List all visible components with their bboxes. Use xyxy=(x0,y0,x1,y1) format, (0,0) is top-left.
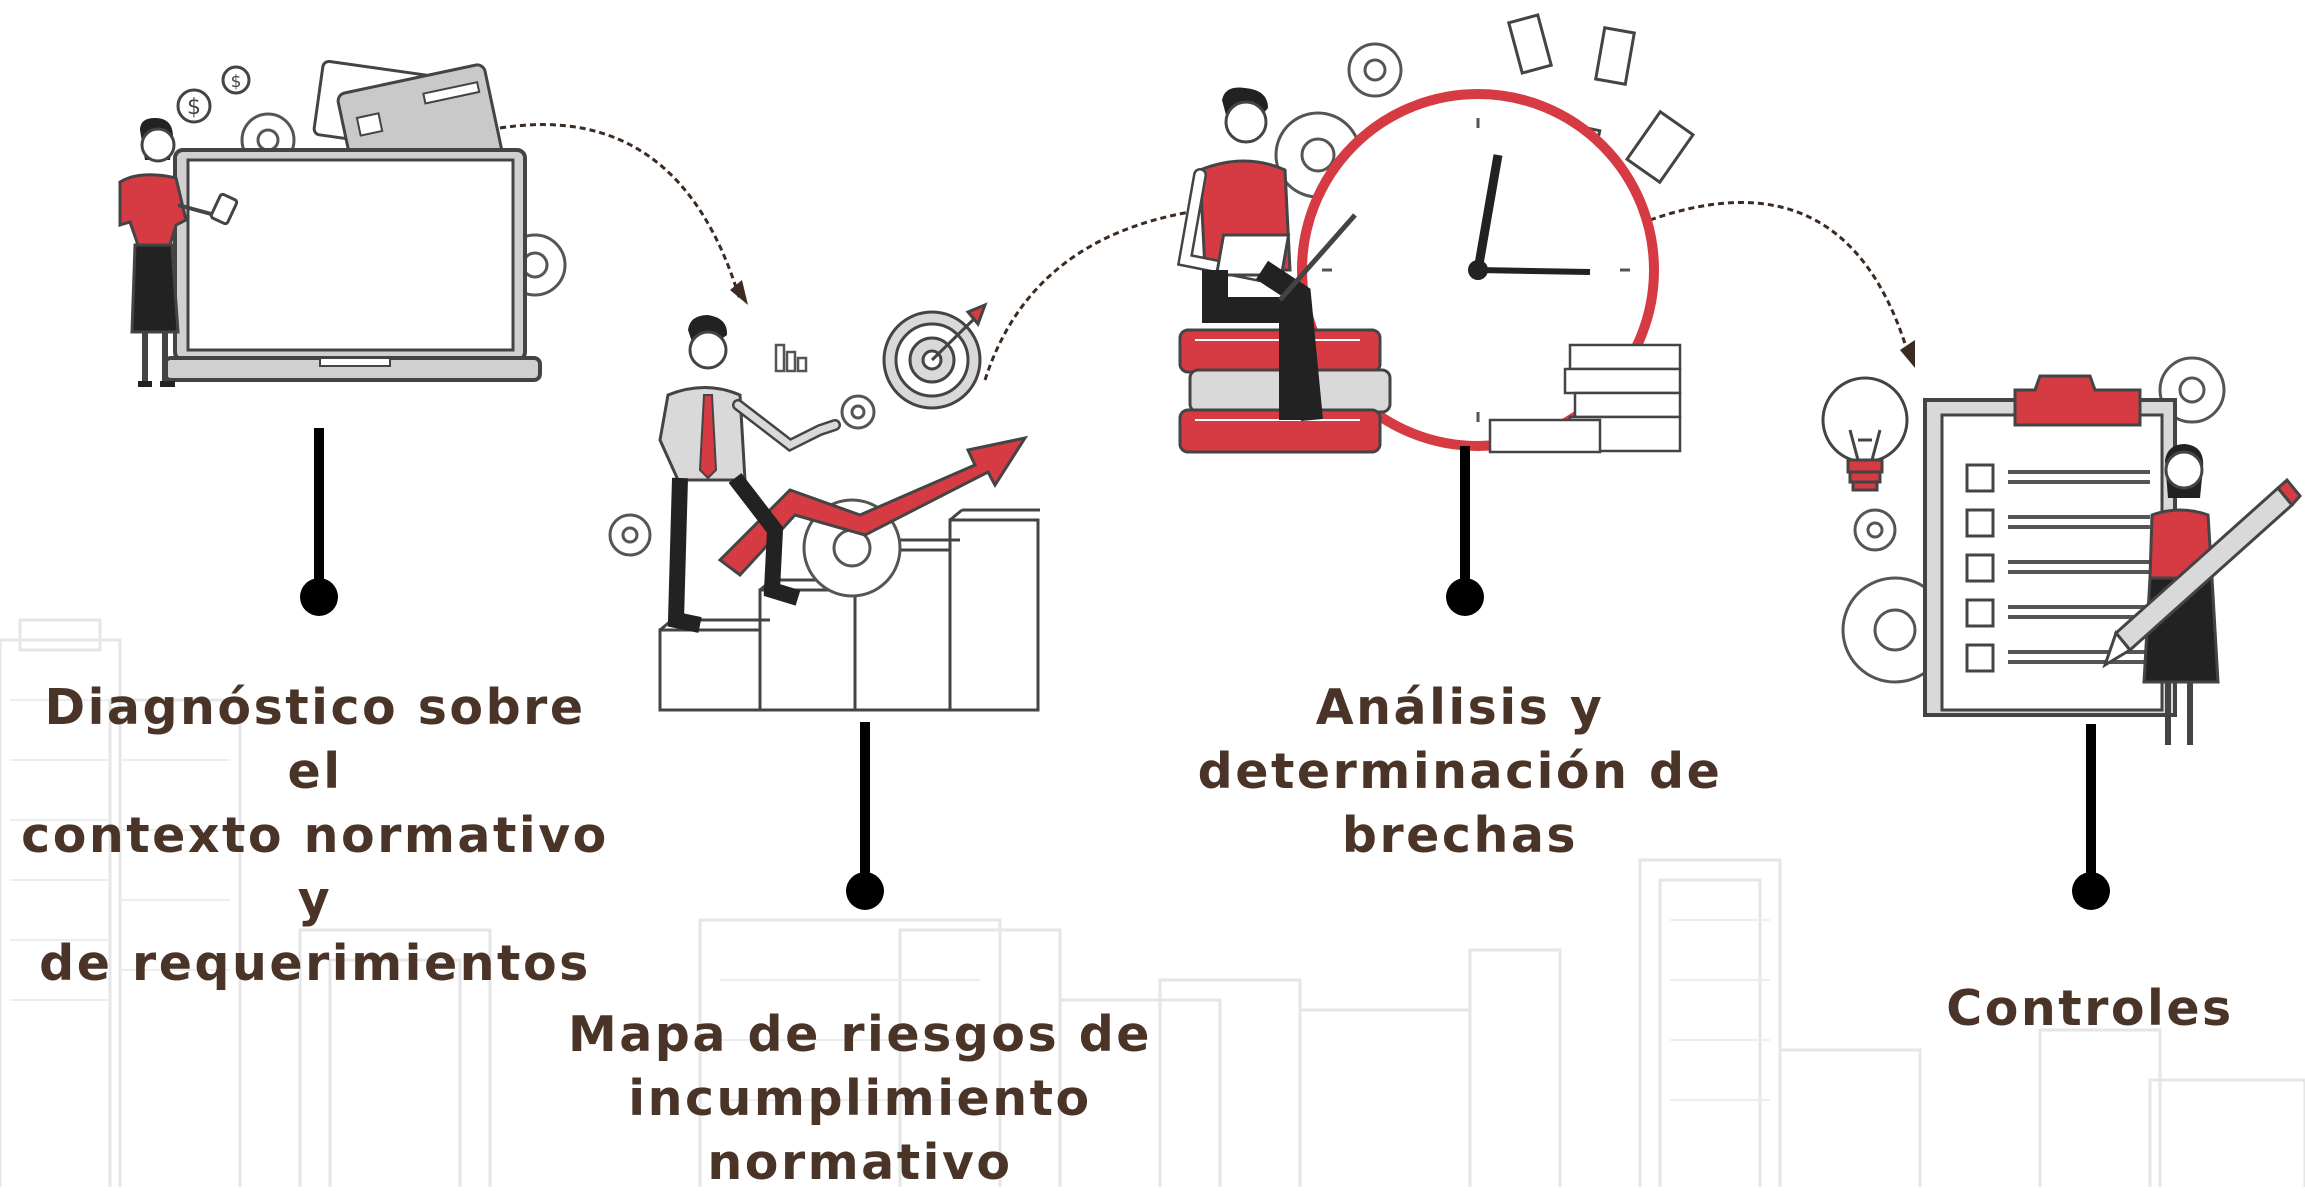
arrowhead-3 xyxy=(1900,340,1915,368)
arrowhead-1 xyxy=(730,280,748,305)
step4-illustration xyxy=(1821,356,2302,745)
step3-label-line3: brechas xyxy=(1341,807,1579,864)
step4-label: Controles xyxy=(1890,977,2290,1041)
step2-label-line3: normativo xyxy=(707,1134,1013,1191)
svg-text:$: $ xyxy=(187,95,201,120)
man-climbing-figure xyxy=(658,315,841,633)
clock-icon xyxy=(1297,89,1659,451)
flow-arrows xyxy=(499,123,1912,381)
step3-connector xyxy=(1460,446,1470,586)
step1-label-line1: Diagnóstico sobre el xyxy=(44,679,586,800)
bar-chart-icon xyxy=(774,343,808,373)
step1-label: Diagnóstico sobre el contexto normativo … xyxy=(10,676,620,996)
growth-arrow-icon xyxy=(717,435,1029,578)
step1-label-line3: de requerimientos xyxy=(39,935,591,992)
step2-label-line1: Mapa de riesgos de xyxy=(567,1006,1153,1063)
lightbulb-icon xyxy=(1821,376,1909,492)
dollar-coin-icon: $ $ xyxy=(176,65,251,124)
step3-label-line2: determinación de xyxy=(1197,743,1723,800)
man-sitting-figure xyxy=(1176,87,1357,422)
step4-connector xyxy=(2086,724,2096,890)
step3-label: Análisis y determinación de brechas xyxy=(1190,676,1730,868)
step1-dot xyxy=(300,578,338,616)
staircase-blocks xyxy=(658,508,1040,712)
target-icon xyxy=(882,302,988,410)
step3-label-line1: Análisis y xyxy=(1315,679,1605,736)
step2-illustration xyxy=(608,302,1040,712)
step1-label-line2: contexto normativo y xyxy=(21,807,609,928)
step2-label-line2: incumplimiento xyxy=(628,1070,1092,1127)
step1-illustration: $ $ xyxy=(118,59,567,387)
gear-icon xyxy=(1841,356,2226,684)
step2-label: Mapa de riesgos de incumplimiento normat… xyxy=(560,1003,1160,1195)
clipboard-checklist-icon xyxy=(1923,374,2177,717)
pencil-icon xyxy=(2102,477,2302,669)
paper-stack-icon xyxy=(1488,343,1682,454)
step2-connector xyxy=(860,722,870,887)
laptop-icon xyxy=(163,148,542,382)
svg-text:$: $ xyxy=(231,72,242,92)
step3-illustration xyxy=(1176,13,1696,454)
step1-connector xyxy=(314,428,324,588)
step4-label-line1: Controles xyxy=(1946,980,2234,1037)
step3-dot xyxy=(1446,578,1484,616)
arrow-1-to-2 xyxy=(499,123,742,301)
arrow-2-to-3 xyxy=(983,210,1191,381)
woman-figure xyxy=(118,118,239,387)
step2-dot xyxy=(846,872,884,910)
arrow-3-to-4 xyxy=(1649,201,1912,361)
step4-dot xyxy=(2072,872,2110,910)
